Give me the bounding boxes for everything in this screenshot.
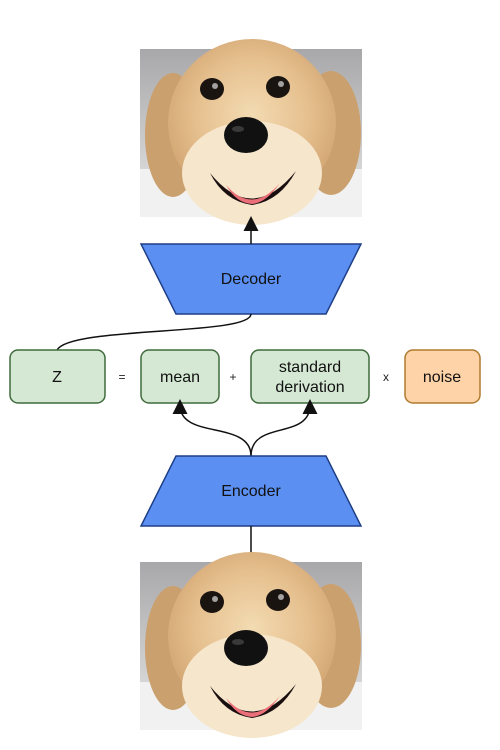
- encoder-to-mean-arrow: [172, 399, 252, 457]
- encoder-label: Encoder: [221, 483, 281, 500]
- noise-box: noise: [404, 349, 481, 404]
- decoder-label: Decoder: [221, 271, 282, 288]
- encoder-to-std-arrow: [250, 399, 318, 457]
- encoder-block: Encoder: [139, 455, 363, 527]
- decoder-block: Decoder: [139, 243, 363, 315]
- noise-label: noise: [423, 369, 461, 386]
- equals-sign: =: [118, 370, 125, 384]
- z-to-decoder-connector: [56, 313, 252, 351]
- std-box: standard derivation: [250, 349, 370, 404]
- z-label: Z: [52, 369, 62, 386]
- std-label-line2: derivation: [275, 379, 344, 396]
- times-sign: x: [383, 370, 389, 384]
- mean-box: mean: [140, 349, 220, 404]
- mean-label: mean: [160, 369, 200, 386]
- plus-sign: +: [229, 370, 236, 384]
- std-label-line1: standard: [279, 359, 341, 376]
- input-dog-image: [140, 552, 362, 738]
- output-dog-image: [140, 39, 362, 225]
- z-box: Z: [9, 349, 106, 404]
